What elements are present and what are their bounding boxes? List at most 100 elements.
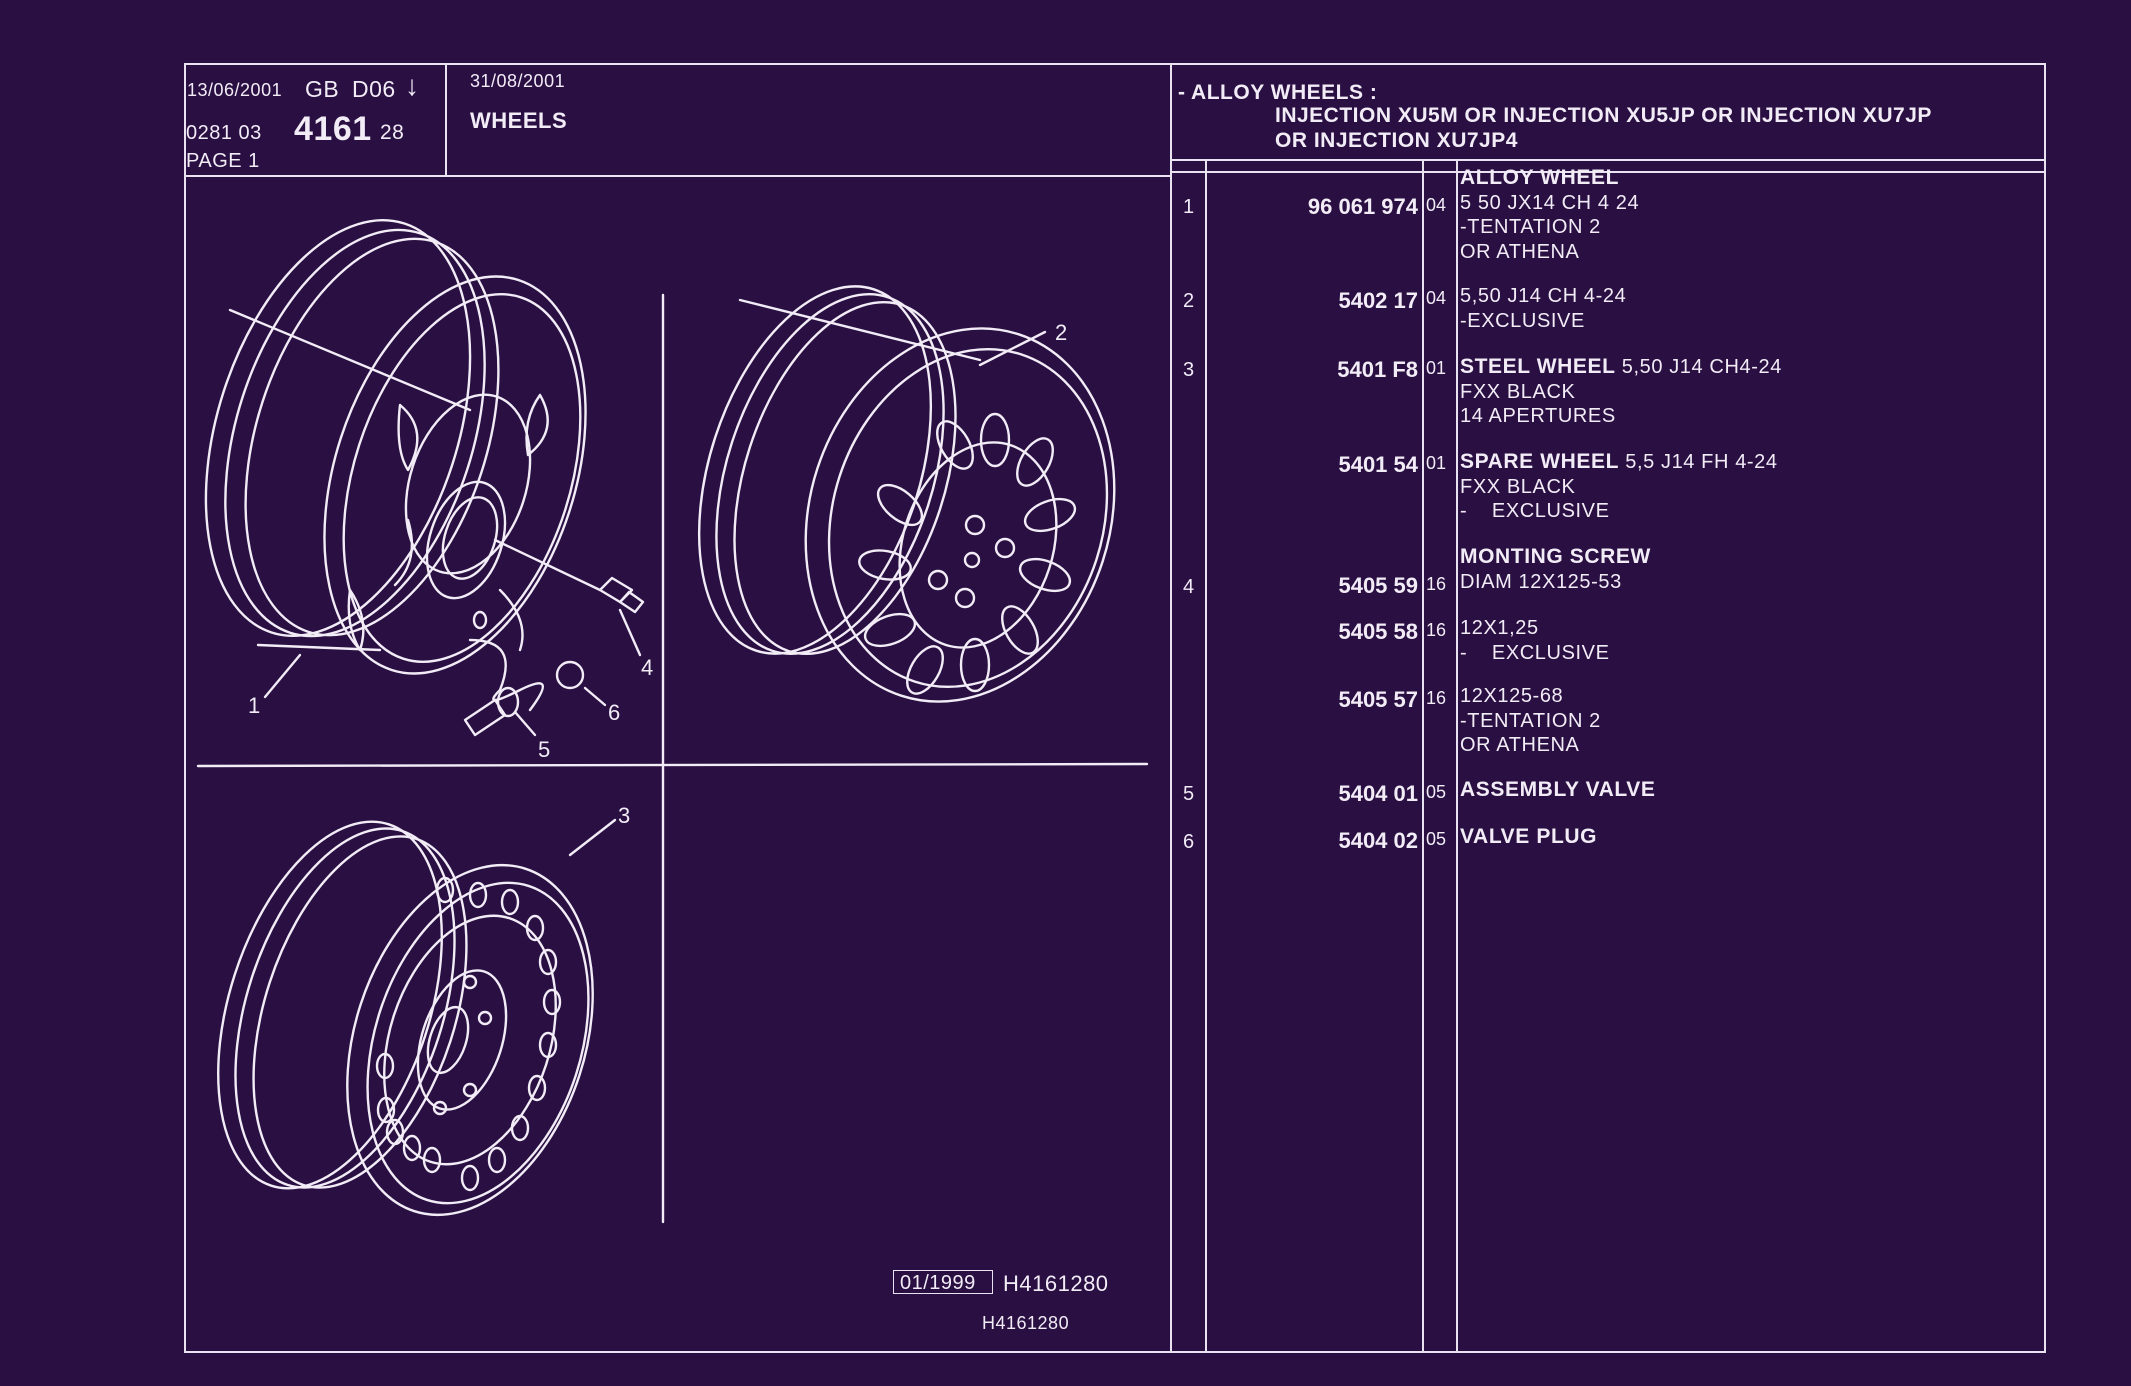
part-title: MONTING SCREW bbox=[1460, 545, 1651, 568]
callout-label-4: 4 bbox=[641, 655, 653, 680]
callout-leader-4 bbox=[618, 608, 642, 657]
part-reference: 5402 17 bbox=[1338, 288, 1418, 313]
edition-box bbox=[893, 1270, 993, 1294]
part-title: ALLOY WHEEL bbox=[1460, 166, 1620, 189]
callout-leader-6 bbox=[583, 686, 607, 707]
callout-label-2: 2 bbox=[1055, 320, 1067, 345]
part-reference: 96 061 974 bbox=[1307, 194, 1418, 219]
validity-date: 31/08/2001 bbox=[470, 71, 566, 91]
section-title: WHEELS bbox=[470, 108, 568, 133]
header-divider bbox=[445, 63, 447, 177]
part-reference: 5401 54 bbox=[1338, 452, 1418, 477]
panel-divider bbox=[1170, 63, 1172, 1353]
description-line: 5,50 J14 CH 4-24 bbox=[1460, 285, 1627, 307]
part-description: DIAM 12X125-53 bbox=[1460, 570, 1622, 595]
part-reference: 5405 59 bbox=[1338, 573, 1418, 598]
col-ref-divider bbox=[1422, 160, 1424, 1353]
part-description: 12X1,25- EXCLUSIVE bbox=[1460, 616, 1610, 665]
application-line-1: - ALLOY WHEELS : bbox=[1178, 81, 1378, 104]
quantity-code: 16 bbox=[1426, 688, 1447, 708]
item-number: 2 bbox=[1183, 290, 1195, 312]
description-line: OR ATHENA bbox=[1460, 734, 1580, 756]
part-title-extra: 5,50 J14 CH4-24 bbox=[1615, 356, 1782, 378]
callout-leader-3 bbox=[568, 818, 617, 857]
description-line: FXX BLACK bbox=[1460, 475, 1576, 498]
part-title-extra: 5,5 J14 FH 4-24 bbox=[1619, 451, 1778, 473]
quantity-code: 04 bbox=[1426, 288, 1447, 308]
drawing-reference: H4161280 bbox=[1003, 1271, 1109, 1296]
callout-leader-1 bbox=[263, 653, 302, 699]
quantity-code: 05 bbox=[1426, 782, 1447, 802]
item-number: 5 bbox=[1183, 783, 1195, 805]
callout-label-3: 3 bbox=[618, 803, 630, 828]
callout-leader-5 bbox=[513, 710, 537, 737]
part-reference: 5401 F8 bbox=[1337, 357, 1418, 382]
callout-label-5: 5 bbox=[538, 737, 550, 762]
quantity-code: 01 bbox=[1426, 358, 1447, 378]
col-qty-divider bbox=[1456, 160, 1458, 1353]
quantity-code: 16 bbox=[1426, 620, 1447, 640]
header-bottom-rule bbox=[184, 175, 1172, 177]
language-code: GB bbox=[305, 76, 340, 102]
item-number: 1 bbox=[1183, 196, 1195, 218]
quantity-code: 01 bbox=[1426, 453, 1447, 473]
quantity-code: 04 bbox=[1426, 195, 1447, 215]
page-frame bbox=[184, 63, 2046, 1353]
part-title: STEEL WHEEL bbox=[1460, 355, 1616, 378]
application-bottom-rule bbox=[1170, 159, 2046, 161]
col-item-divider bbox=[1205, 160, 1207, 1353]
description-line: -EXCLUSIVE bbox=[1460, 309, 1585, 332]
description-line: 5 50 JX14 CH 4 24 bbox=[1460, 191, 1640, 214]
description-line: - EXCLUSIVE bbox=[1460, 641, 1610, 664]
description-line: -TENTATION 2 bbox=[1460, 216, 1601, 238]
quantity-code: 05 bbox=[1426, 829, 1447, 849]
down-arrow-icon: ↓ bbox=[405, 70, 420, 101]
description-line: 12X1,25 bbox=[1460, 617, 1539, 639]
part-description: ASSEMBLY VALVE bbox=[1460, 778, 1656, 803]
item-number: 4 bbox=[1183, 576, 1195, 598]
part-description: 5,50 J14 CH 4-24-EXCLUSIVE bbox=[1460, 284, 1626, 333]
callout-label-6: 6 bbox=[608, 700, 620, 725]
description-line: DIAM 12X125-53 bbox=[1460, 571, 1622, 593]
alloy-wheel-drawing bbox=[204, 218, 645, 737]
reference-suffix: 28 bbox=[380, 121, 405, 144]
part-description: VALVE PLUG bbox=[1460, 825, 1597, 850]
reference-prefix: 0281 03 bbox=[186, 122, 262, 144]
page-number: PAGE 1 bbox=[186, 150, 260, 172]
steel-wheel-drawing bbox=[217, 820, 594, 1217]
edition-date: 01/1999 bbox=[900, 1272, 976, 1294]
callout-leader-2 bbox=[978, 330, 1047, 367]
part-reference: 5405 57 bbox=[1338, 687, 1418, 712]
part-title: SPARE WHEEL bbox=[1460, 450, 1620, 473]
part-description: MONTING SCREW bbox=[1460, 545, 1651, 570]
illustration-divider-horizontal bbox=[196, 762, 1149, 768]
alloy-wheel-exclusive-drawing bbox=[697, 285, 1116, 703]
description-line: FXX BLACK bbox=[1460, 380, 1576, 403]
part-title: ASSEMBLY VALVE bbox=[1460, 778, 1656, 801]
part-reference: 5404 01 bbox=[1338, 781, 1418, 806]
part-reference: 5404 02 bbox=[1338, 828, 1418, 853]
description-line: OR ATHENA bbox=[1460, 240, 1580, 263]
header-bottom-rule-2 bbox=[1170, 171, 2046, 173]
callout-label-1: 1 bbox=[248, 693, 260, 718]
description-line: 14 APERTURES bbox=[1460, 405, 1616, 427]
print-date: 13/06/2001 bbox=[187, 80, 283, 100]
description-line: - EXCLUSIVE bbox=[1460, 500, 1610, 522]
reference-main: 4161 bbox=[294, 110, 372, 148]
item-number: 6 bbox=[1183, 831, 1195, 853]
item-number: 3 bbox=[1183, 359, 1195, 381]
document-code: D06 bbox=[352, 76, 396, 102]
application-line-3: OR INJECTION XU7JP4 bbox=[1275, 129, 1518, 152]
drawing-reference-small: H4161280 bbox=[982, 1313, 1070, 1333]
quantity-code: 16 bbox=[1426, 574, 1447, 594]
description-line: 12X125-68 bbox=[1460, 685, 1564, 707]
part-reference: 5405 58 bbox=[1338, 619, 1418, 644]
part-title: VALVE PLUG bbox=[1460, 825, 1598, 848]
application-line-2: INJECTION XU5M OR INJECTION XU5JP OR INJ… bbox=[1275, 104, 1932, 127]
description-line: -TENTATION 2 bbox=[1460, 709, 1601, 732]
